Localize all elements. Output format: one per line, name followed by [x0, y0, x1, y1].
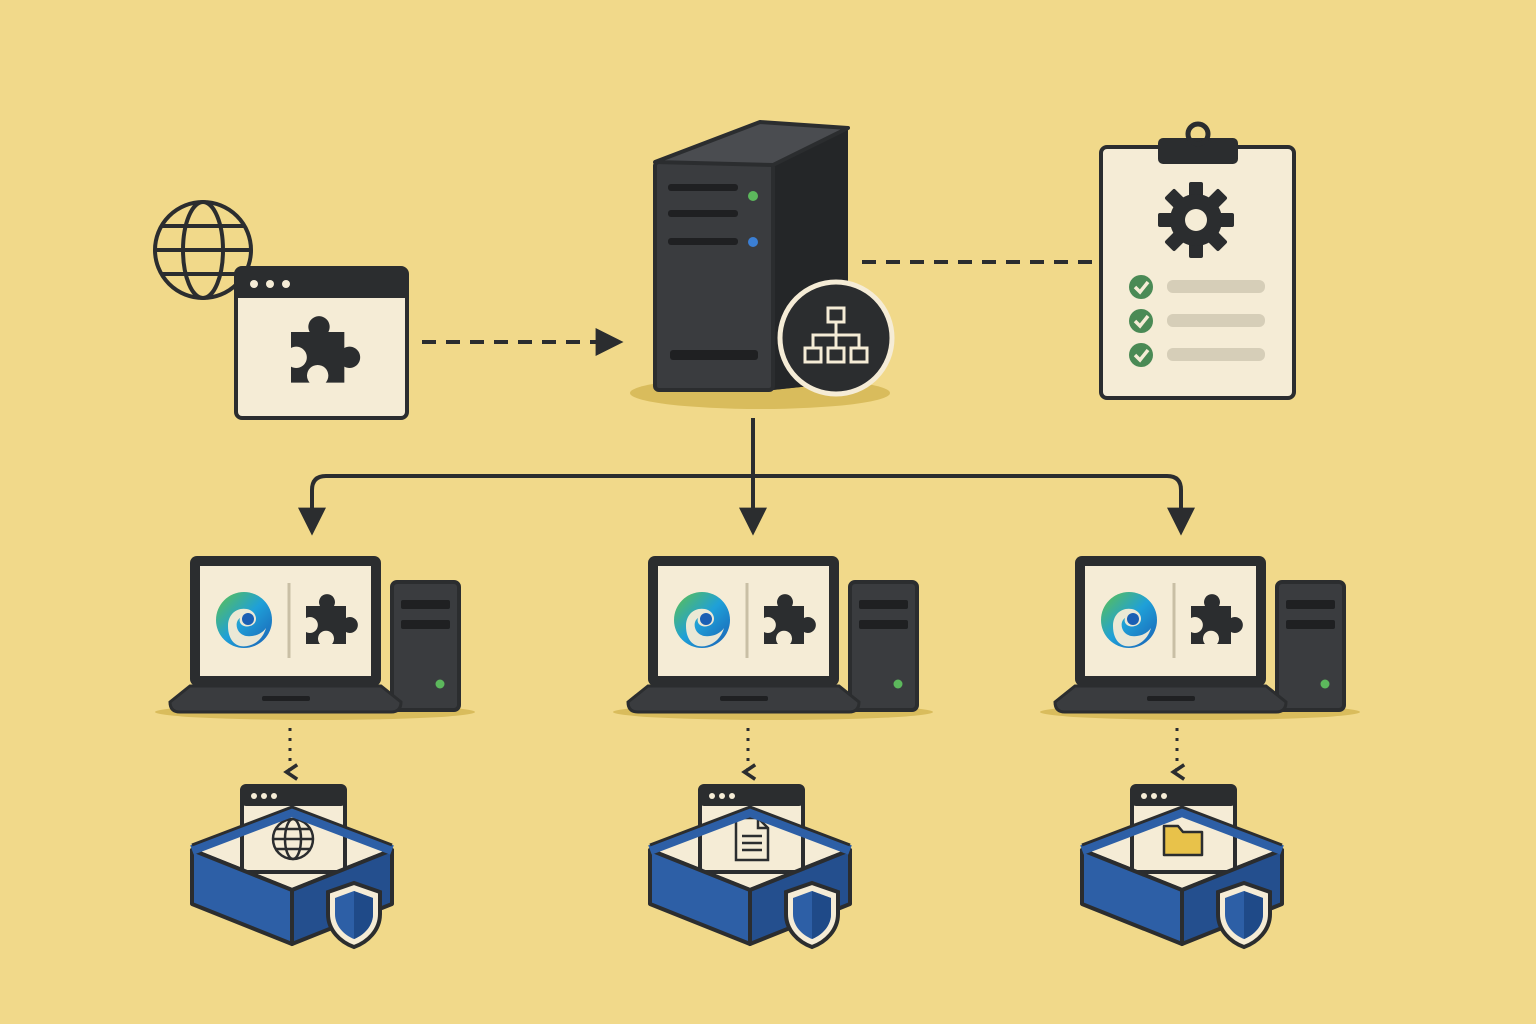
- network-hierarchy-icon: [777, 279, 895, 397]
- sandbox-container-3: [1080, 784, 1284, 949]
- checklist: [1129, 275, 1265, 367]
- checklist-bar: [1167, 314, 1265, 327]
- client-to-sandbox-connectors: [283, 728, 1186, 781]
- document-icon: [734, 816, 770, 862]
- checklist-bar: [1167, 280, 1265, 293]
- edge-browser-icon: [216, 592, 272, 648]
- server-node: [630, 120, 895, 409]
- edge-browser-icon: [674, 592, 730, 648]
- checkmark-icon: [1129, 309, 1153, 333]
- sandbox-container-2: [648, 784, 852, 949]
- desktop-tower-icon: [848, 580, 919, 712]
- globe-icon: [271, 817, 315, 861]
- distribution-connectors: [298, 418, 1195, 536]
- globe-icon: [153, 200, 253, 300]
- shield-icon: [1216, 881, 1272, 949]
- server-tower-icon: [653, 120, 850, 392]
- sandbox-container-1: [190, 784, 394, 949]
- client-workstation-1: [155, 556, 475, 720]
- shield-icon: [784, 881, 840, 949]
- client-workstation-2: [613, 556, 933, 720]
- desktop-tower-icon: [390, 580, 461, 712]
- sandbox-box: [648, 805, 852, 946]
- laptop-icon: [1053, 556, 1288, 714]
- source-extension-node: [153, 200, 409, 420]
- laptop-icon: [626, 556, 861, 714]
- client-workstation-3: [1040, 556, 1360, 720]
- server-to-client-3-connector: [753, 474, 1195, 536]
- policy-clipboard-node: [1099, 121, 1296, 400]
- gear-icon: [1158, 182, 1234, 258]
- checkmark-icon: [1129, 275, 1153, 299]
- edge-browser-icon: [1101, 592, 1157, 648]
- laptop-icon: [168, 556, 403, 714]
- checklist-bar: [1167, 348, 1265, 361]
- server-to-client-1-connector: [298, 474, 753, 536]
- desktop-tower-icon: [1275, 580, 1346, 712]
- checkmark-icon: [1129, 343, 1153, 367]
- folder-icon: [1162, 824, 1204, 857]
- shield-icon: [326, 881, 382, 949]
- clipboard-icon: [1099, 121, 1296, 400]
